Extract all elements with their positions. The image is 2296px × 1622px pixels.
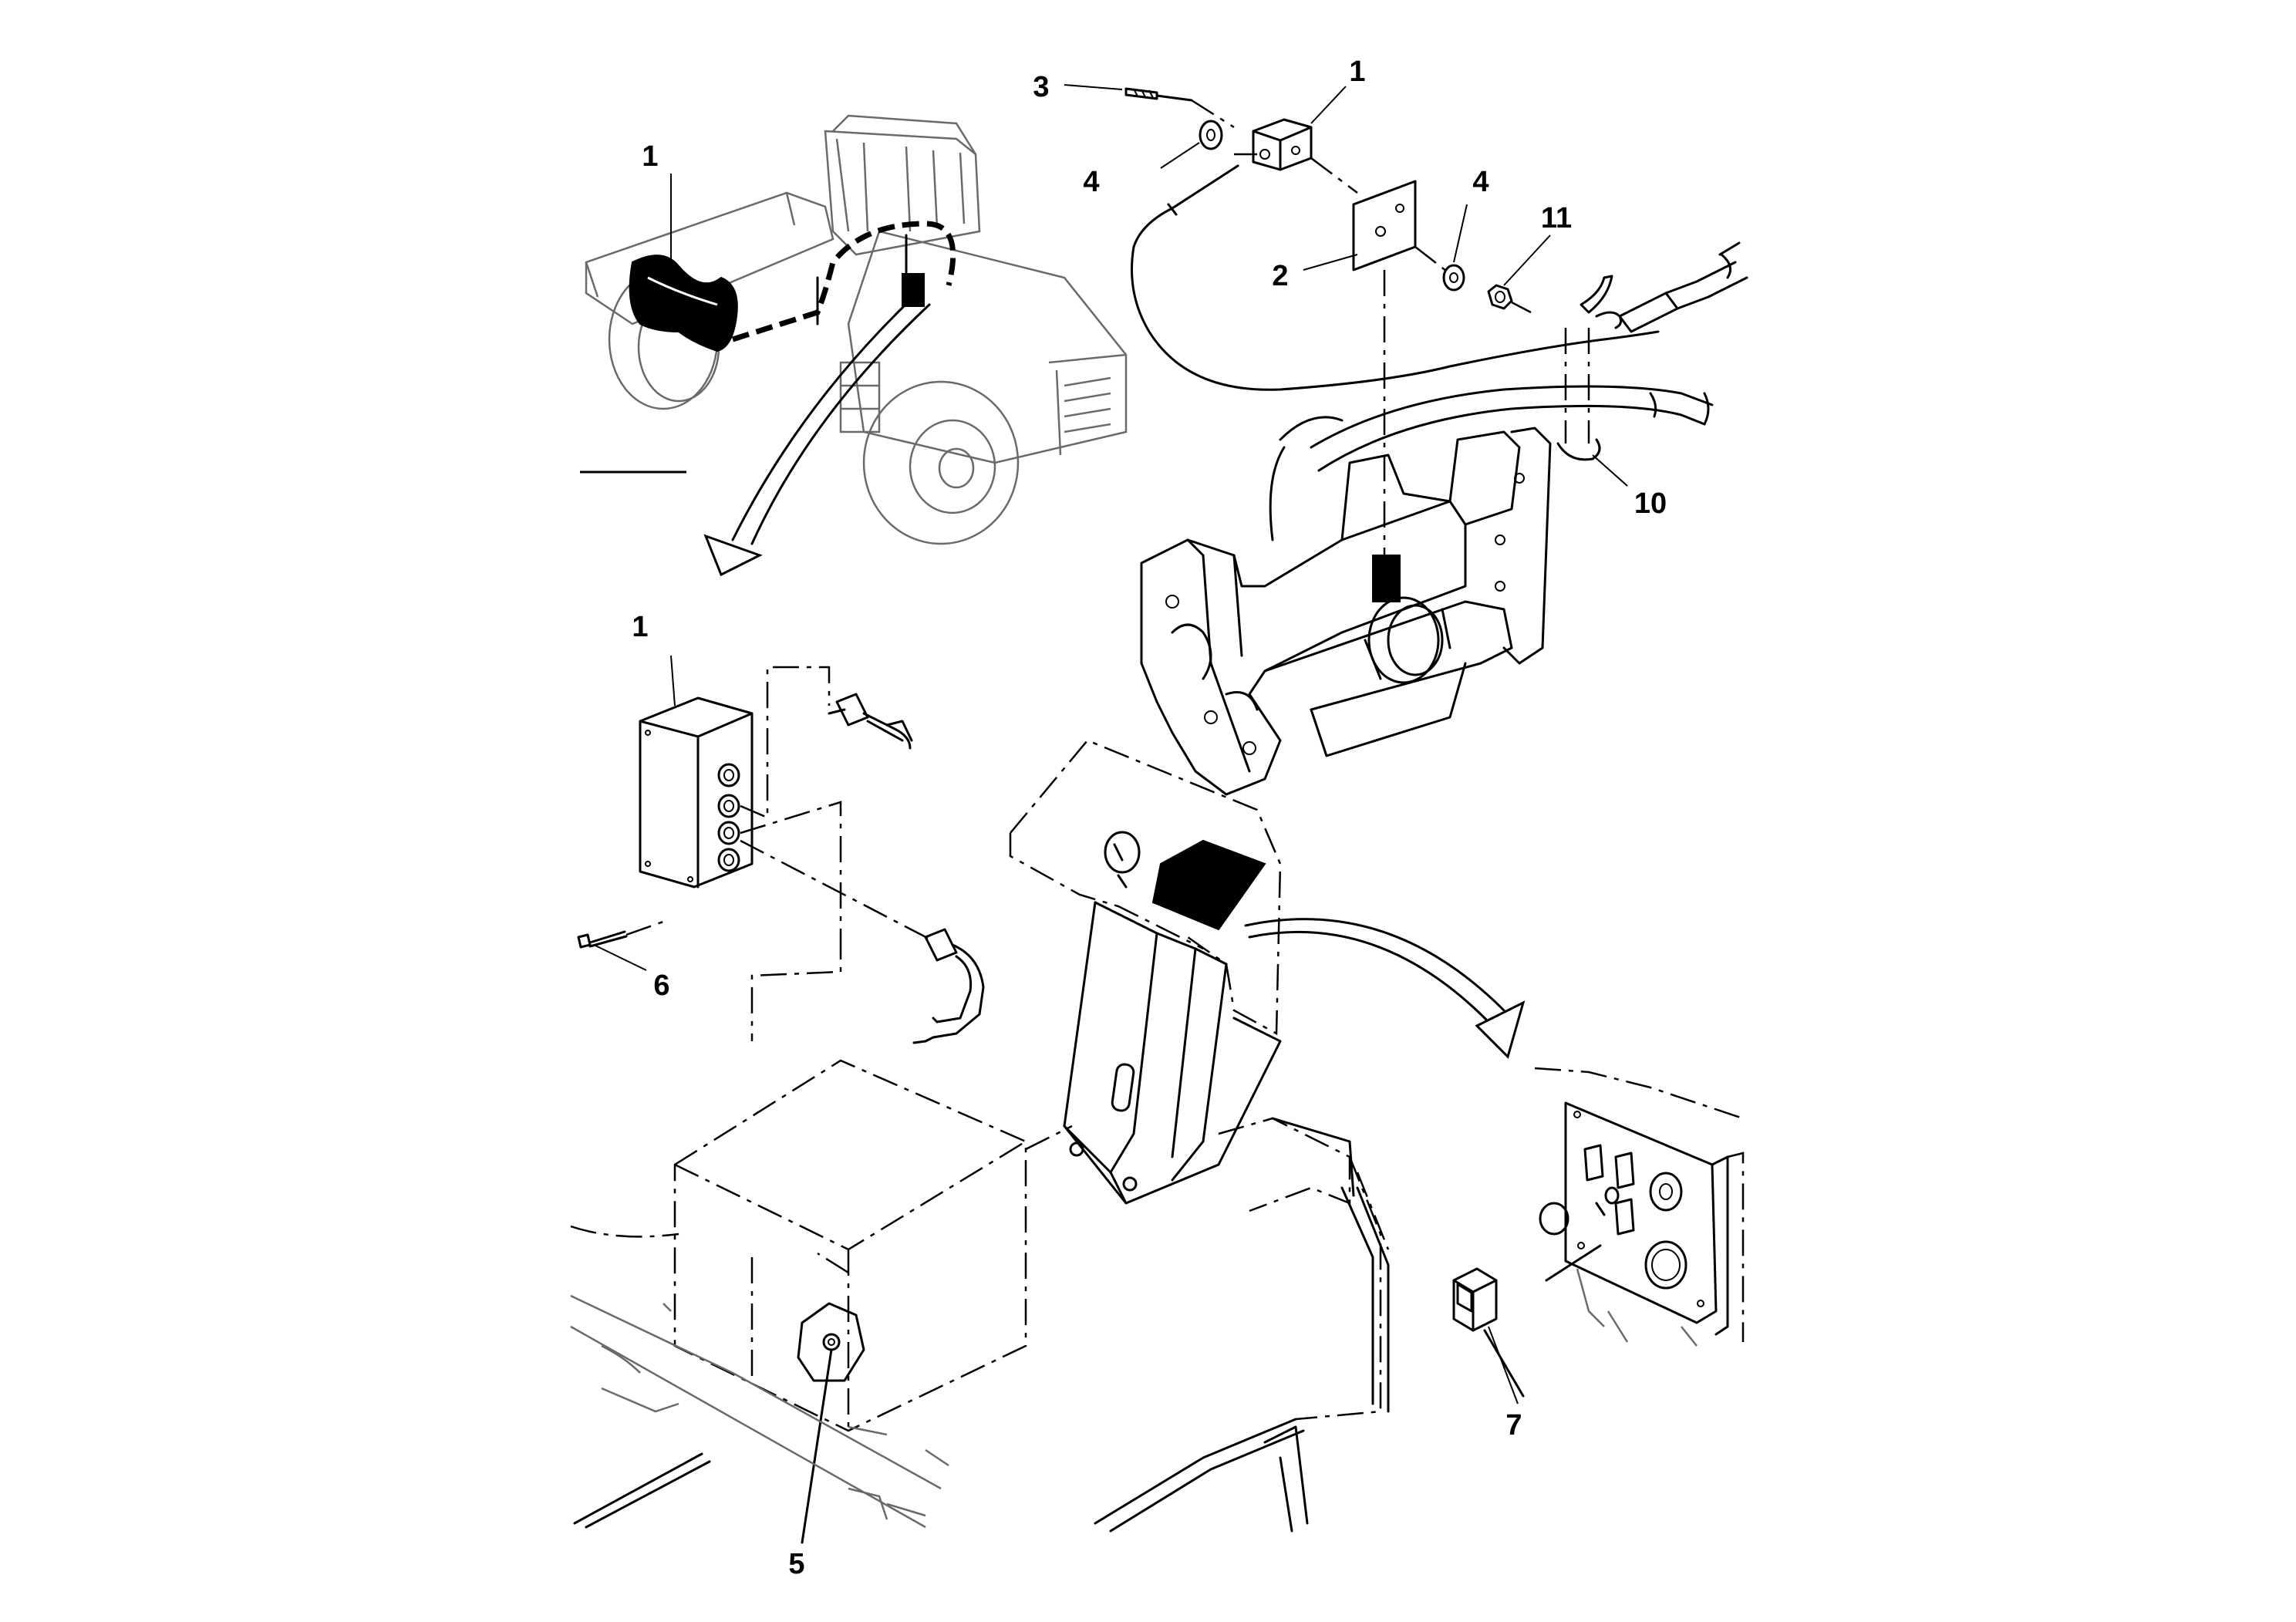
drum-frame-bracket xyxy=(1140,427,1552,796)
callout-5: 5 xyxy=(788,1548,804,1580)
callout-10: 10 xyxy=(1634,487,1667,520)
callout-labels: 1 1 1 2 3 4 4 5 6 7 10 11 xyxy=(632,56,1667,1580)
callout-1-box: 1 xyxy=(632,611,648,643)
callout-2: 2 xyxy=(1272,260,1288,292)
callout-1-sensor: 1 xyxy=(1349,56,1365,88)
switch-panel xyxy=(1452,1067,1745,1398)
callout-1-machine: 1 xyxy=(642,140,658,173)
leader-lines xyxy=(593,84,1628,1404)
callout-6: 6 xyxy=(653,969,669,1002)
callout-7: 7 xyxy=(1505,1409,1522,1442)
control-console xyxy=(1009,739,1390,1533)
callout-4-left: 4 xyxy=(1083,166,1099,198)
detail-arrow-right xyxy=(1244,918,1526,1059)
callout-3: 3 xyxy=(1033,71,1049,103)
callout-11: 11 xyxy=(1541,202,1572,234)
roller-machine-overview xyxy=(585,114,1128,545)
sensor-assembly xyxy=(1124,87,1748,571)
callout-4-right: 4 xyxy=(1472,166,1489,198)
detail-arrow-down xyxy=(703,288,931,577)
enclosure-box xyxy=(570,1059,1073,1544)
junction-box xyxy=(577,666,985,1044)
